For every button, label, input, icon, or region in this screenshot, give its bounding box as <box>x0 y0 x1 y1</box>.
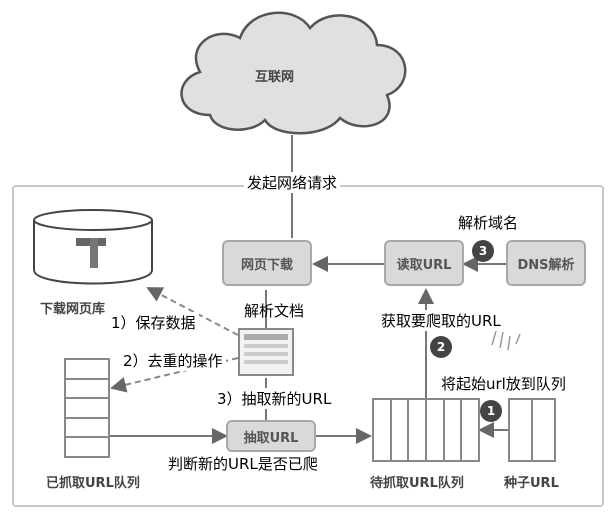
dns-node: DNS解析 <box>506 240 586 286</box>
todo-queue-label: 待抓取URL队列 <box>370 476 464 491</box>
check-new-label: 判断新的URL是否已爬 <box>165 453 321 474</box>
parse-label: 解析文档 <box>244 302 305 320</box>
fetch-url-label: 获取要爬取的URL <box>378 310 504 331</box>
cloud-label: 互联网 <box>255 70 295 85</box>
seed-label: 种子URL <box>504 476 559 491</box>
download-label: 网页下载 <box>240 257 293 273</box>
read-url-node: 读取URL <box>384 240 464 286</box>
dedupe-label: 2）去重的操作 <box>120 350 226 371</box>
extract-new-label: 3）抽取新的URL <box>214 388 335 409</box>
step-1-badge: 1 <box>480 400 502 422</box>
request-label: 发起网络请求 <box>244 172 341 193</box>
done-queue <box>64 358 110 458</box>
read-url-label: 读取URL <box>396 257 452 273</box>
step-2-badge: 2 <box>430 336 452 358</box>
done-queue-label: 已抓取URL队列 <box>46 476 140 491</box>
internet-cloud <box>180 11 407 135</box>
database-icon <box>33 209 153 285</box>
download-node: 网页下载 <box>222 240 312 286</box>
extract-node: 抽取URL <box>226 420 316 452</box>
resolve-label: 解析域名 <box>458 214 519 232</box>
dns-label: DNS解析 <box>517 257 575 273</box>
todo-queue <box>372 398 480 462</box>
storage-label: 下载网页库 <box>40 302 106 317</box>
extract-label: 抽取URL <box>243 430 299 446</box>
document-thumbnail <box>238 328 294 376</box>
save-label: 1）保存数据 <box>108 312 199 333</box>
step-3-badge: 3 <box>472 240 494 262</box>
seed-queue <box>508 398 556 462</box>
put-seed-label: 将起始url放到队列 <box>438 373 569 394</box>
